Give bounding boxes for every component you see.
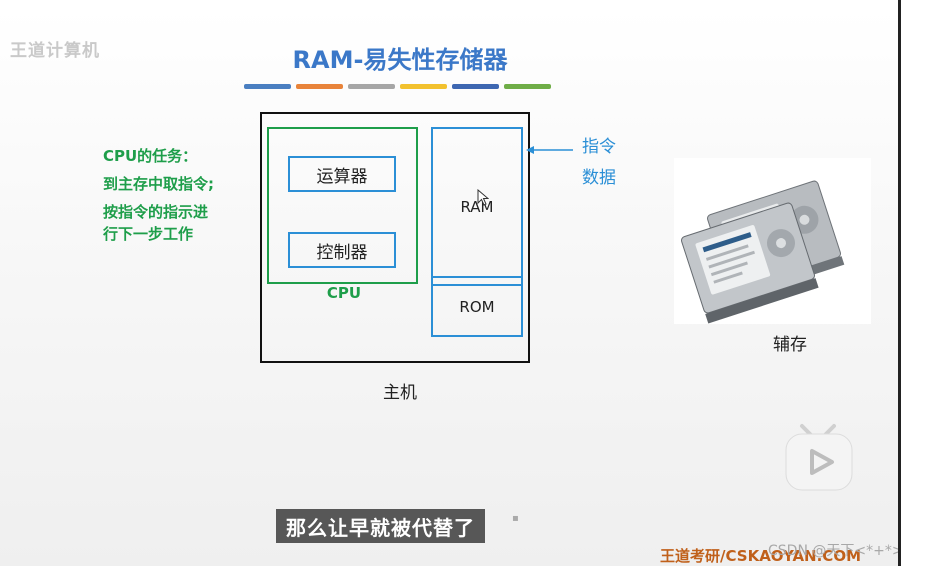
watermark-logo: 王道计算机 (10, 41, 100, 61)
data-label: 数据 (582, 168, 616, 188)
csdn-watermark: CSDN @天下<*+*> (768, 543, 904, 559)
cpu-task-line: 行下一步工作 (103, 225, 194, 243)
color-bar (504, 84, 551, 89)
instruction-label: 指令 (582, 137, 616, 157)
right-margin (901, 0, 926, 566)
brand-watermark: 王道考研/CSKAOYAN.COM (660, 547, 861, 565)
alu-box: 运算器 (288, 156, 396, 192)
cpu-box (267, 127, 418, 284)
color-bar (452, 84, 499, 89)
title-color-bars (244, 84, 551, 89)
secondary-storage-label: 辅存 (773, 335, 807, 355)
color-bar (348, 84, 395, 89)
rom-label: ROM (459, 297, 495, 316)
host-box (260, 112, 530, 363)
video-subtitle: 那么让早就被代替了 (276, 509, 485, 543)
control-unit-box: 控制器 (288, 232, 396, 268)
arrow-left-icon (526, 146, 573, 154)
play-button[interactable] (782, 420, 856, 494)
mouse-cursor-icon (477, 189, 489, 206)
host-label: 主机 (383, 383, 417, 403)
play-icon (810, 449, 834, 475)
color-bar (400, 84, 447, 89)
cpu-task-line: CPU的任务： (103, 147, 198, 165)
instruction-data-labels: 指令 数据 (582, 132, 616, 194)
rom-box: ROM (431, 276, 523, 337)
hard-disk-icon (681, 180, 845, 324)
cpu-task-line: 到主存中取指令; (103, 175, 214, 193)
subtitle-corner-mark: ▪ (512, 513, 519, 524)
cpu-task-text: CPU的任务： 到主存中取指令; 按指令的指示进 行下一步工作 (103, 142, 214, 248)
player-edge (898, 0, 901, 566)
hard-disk-image (674, 158, 871, 324)
cpu-label: CPU (326, 284, 362, 302)
color-bar (244, 84, 291, 89)
cpu-task-line: 按指令的指示进 (103, 203, 209, 221)
slide-title: RAM-易失性存储器 (292, 46, 508, 74)
color-bar (296, 84, 343, 89)
